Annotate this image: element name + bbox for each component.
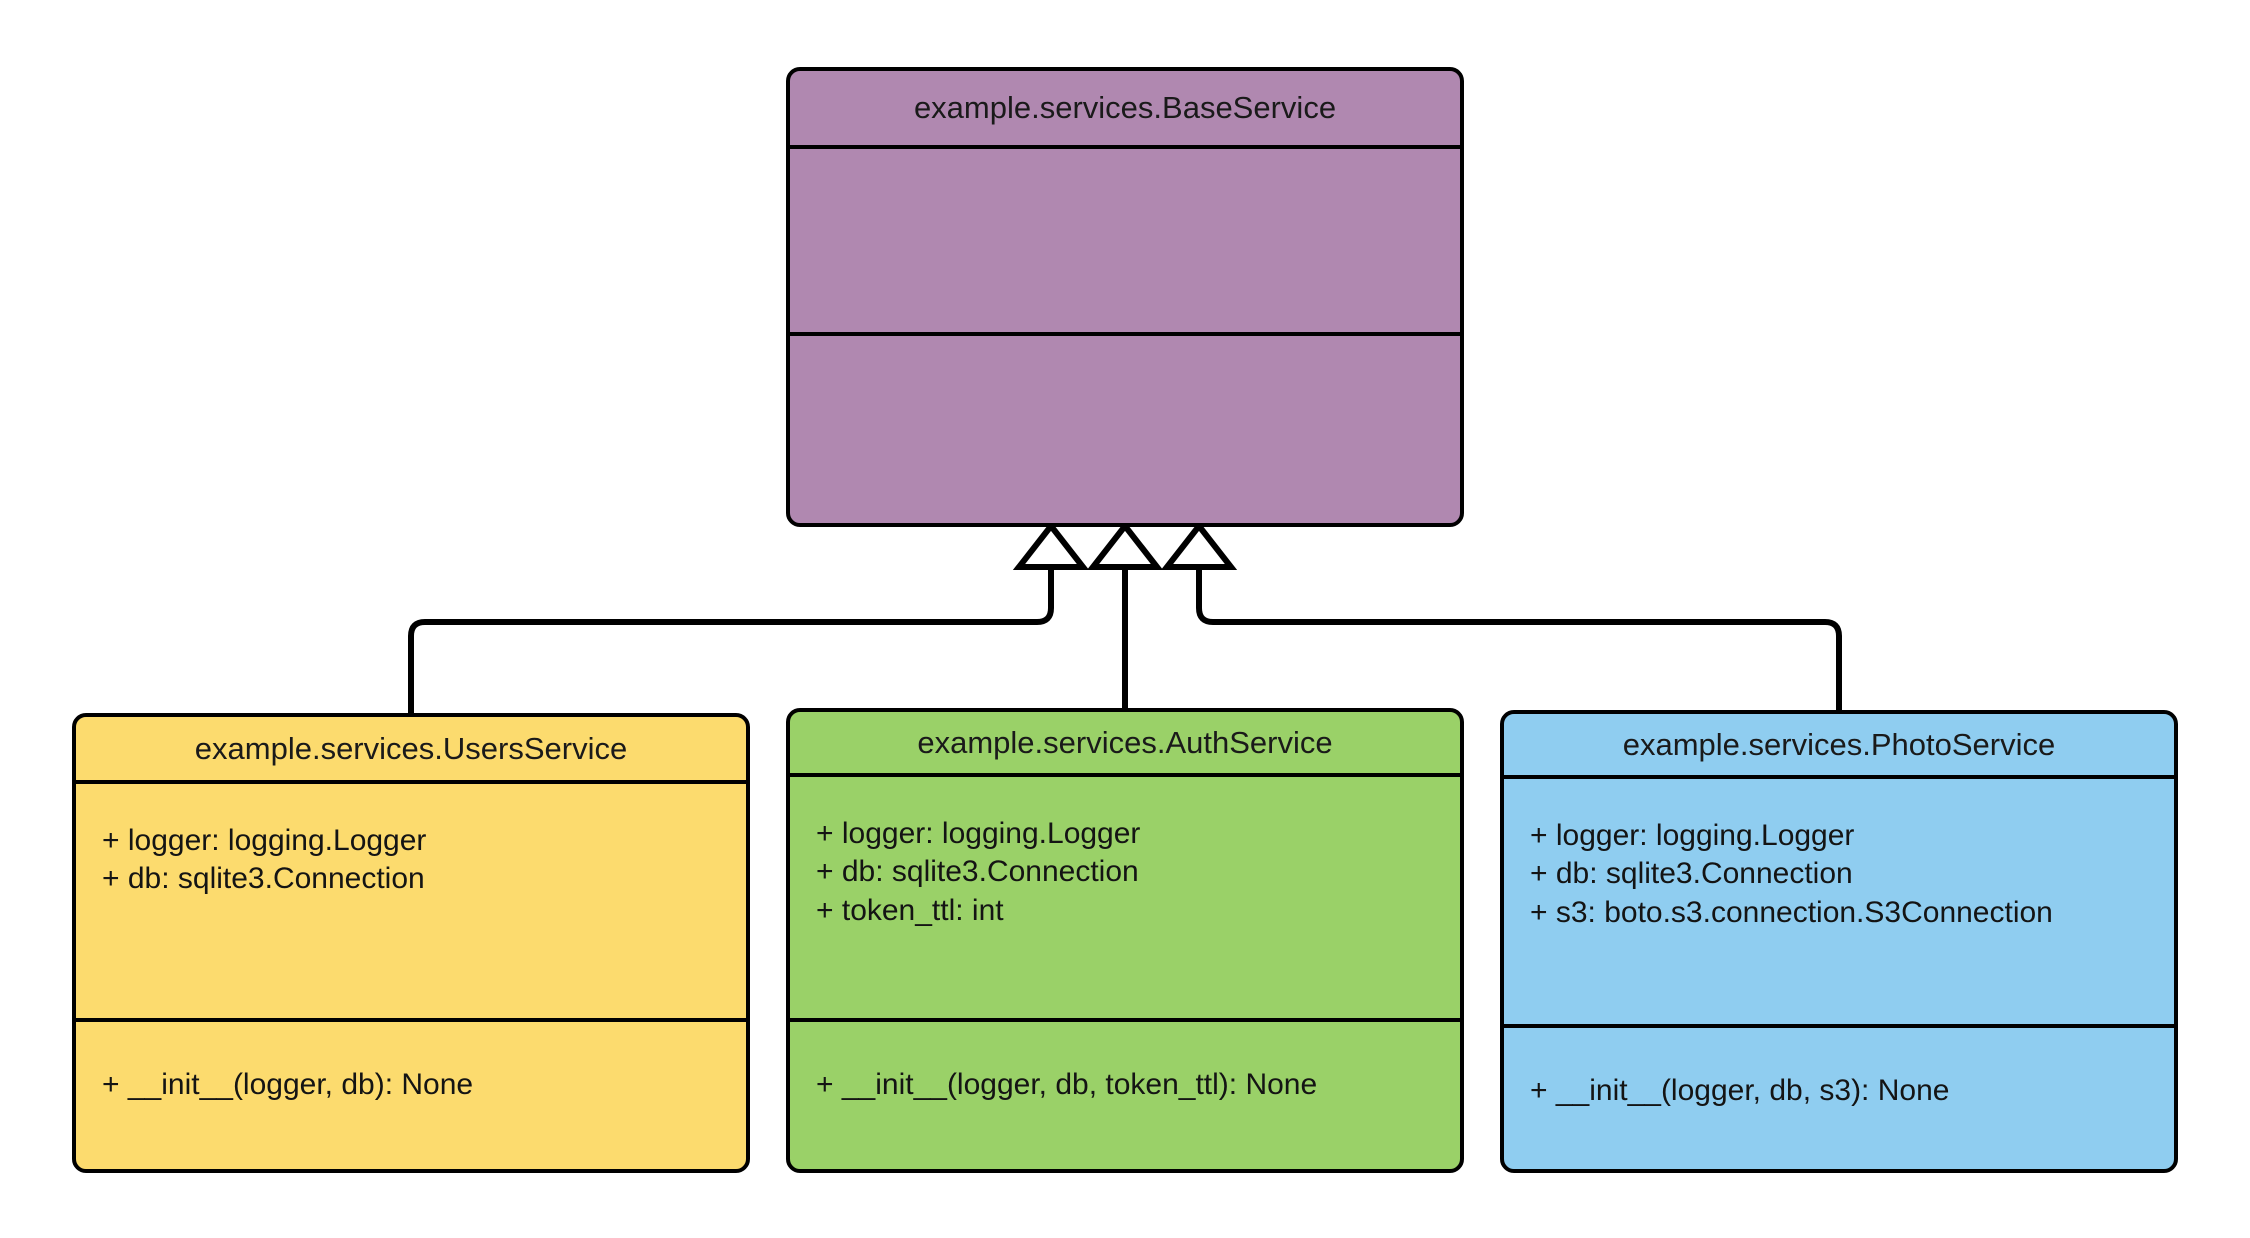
methods-compartment-users-service: + __init__(logger, db): None <box>76 1018 746 1169</box>
attribute-row: + logger: logging.Logger <box>816 817 1141 850</box>
class-box-users-service[interactable]: example.services.UsersService + logger: … <box>72 713 750 1173</box>
method-row: + __init__(logger, db, s3): None <box>1530 1074 1950 1107</box>
attribute-row: + db: sqlite3.Connection <box>102 862 425 896</box>
attributes-compartment-photo-service: + logger: logging.Logger + db: sqlite3.C… <box>1504 775 2174 1024</box>
attribute-row: + db: sqlite3.Connection <box>1530 857 1853 891</box>
class-name-photo-service: example.services.PhotoService <box>1622 726 2056 762</box>
methods-compartment-auth-service: + __init__(logger, db, token_ttl): None <box>790 1018 1460 1169</box>
methods-compartment-base-service <box>790 332 1460 523</box>
class-box-auth-service[interactable]: example.services.AuthService + logger: l… <box>786 708 1464 1173</box>
attribute-row: + s3: boto.s3.connection.S3Connection <box>1530 895 2053 929</box>
attribute-row: + token_ttl: int <box>816 893 1004 927</box>
attributes-compartment-users-service: + logger: logging.Logger + db: sqlite3.C… <box>76 780 746 1018</box>
attributes-compartment-base-service <box>790 145 1460 332</box>
class-name-auth-service: example.services.AuthService <box>917 724 1333 760</box>
method-row: + __init__(logger, db, token_ttl): None <box>816 1068 1318 1101</box>
class-name-users-service: example.services.UsersService <box>194 730 628 766</box>
edge-users-to-base <box>408 567 1054 713</box>
class-box-base-service[interactable]: example.services.BaseService <box>786 67 1464 527</box>
class-box-photo-service[interactable]: example.services.PhotoService + logger: … <box>1500 710 2178 1173</box>
attribute-row: + db: sqlite3.Connection <box>816 855 1139 889</box>
attributes-compartment-auth-service: + logger: logging.Logger + db: sqlite3.C… <box>790 773 1460 1018</box>
methods-compartment-photo-service: + __init__(logger, db, s3): None <box>1504 1024 2174 1169</box>
inheritance-arrowhead-photo <box>1160 521 1238 570</box>
attribute-row: + logger: logging.Logger <box>1530 819 1855 852</box>
inheritance-arrowhead-auth <box>1086 521 1164 570</box>
inheritance-arrowhead-users <box>1012 521 1090 570</box>
method-row: + __init__(logger, db): None <box>102 1068 474 1101</box>
class-name-base-service: example.services.BaseService <box>913 90 1337 126</box>
attribute-row: + logger: logging.Logger <box>102 824 427 857</box>
edge-photo-to-base <box>1196 567 1842 710</box>
